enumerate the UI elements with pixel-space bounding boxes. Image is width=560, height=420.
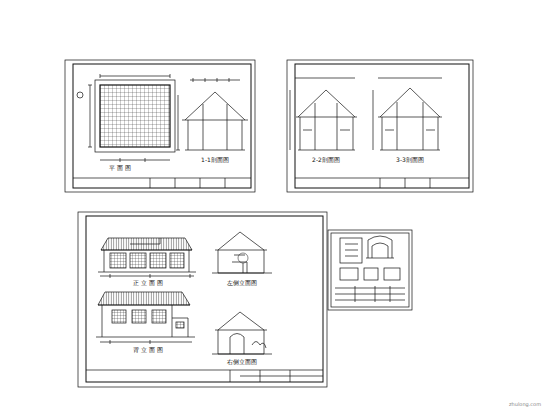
view-title: 2-2剖面图 — [311, 157, 341, 164]
view-title: 3-3剖面图 — [395, 157, 425, 164]
view-title: 1-1剖面图 — [200, 157, 230, 164]
view-title: 左侧立面图 — [226, 280, 258, 287]
view-title: 正 立 面 图 — [132, 280, 164, 287]
sheet-frame — [65, 60, 255, 192]
view-title: 平 面 图 — [108, 165, 132, 172]
watermark: zhulong.com — [508, 402, 542, 408]
view-title: 背 立 面 图 — [132, 347, 164, 354]
view-title: 右侧立面图 — [226, 359, 258, 366]
